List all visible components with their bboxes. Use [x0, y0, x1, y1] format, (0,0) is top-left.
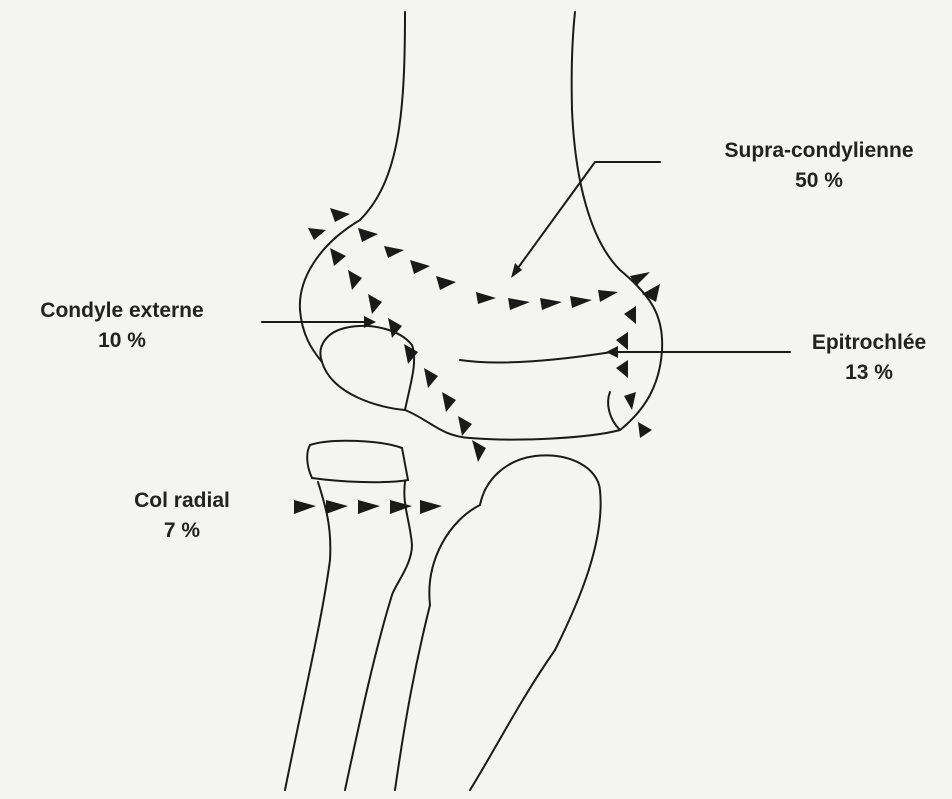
fracture-arrow: [294, 500, 316, 514]
fracture-arrow: [410, 260, 430, 274]
label-supra-percent: 50 %: [694, 166, 944, 196]
fracture-arrow: [330, 248, 346, 266]
label-col-radial: Col radial 7 %: [112, 486, 252, 546]
label-condyle-percent: 10 %: [6, 326, 238, 356]
fracture-arrow: [390, 500, 412, 514]
label-epitrochlee-name: Epitrochlée: [794, 328, 944, 358]
label-condyle-externe: Condyle externe 10 %: [6, 296, 238, 356]
fracture-arrow: [330, 208, 350, 222]
ulna-outline-left: [395, 605, 430, 790]
fracture-arrow: [424, 368, 438, 388]
fracture-arrow: [358, 228, 378, 242]
fracture-arrow: [624, 392, 636, 410]
label-supra-condylienne: Supra-condylienne 50 %: [694, 136, 944, 196]
fracture-arrow: [570, 296, 592, 308]
label-col-radial-name: Col radial: [112, 486, 252, 516]
fracture-arrow: [404, 344, 418, 364]
fracture-arrow: [508, 298, 530, 310]
epitrochlea-notch: [608, 392, 620, 430]
fracture-arrow: [348, 270, 362, 290]
fracture-arrow: [326, 500, 348, 514]
humerus-outline: [300, 12, 662, 440]
capitellum-outline: [320, 326, 414, 410]
fracture-arrow: [458, 416, 472, 436]
arrowhead-epitrochlee: [606, 346, 618, 358]
fracture-arrow: [616, 360, 628, 378]
radial-head: [307, 441, 408, 482]
ulna-outline: [429, 455, 600, 790]
fracture-arrow: [436, 276, 456, 290]
label-condyle-name: Condyle externe: [6, 296, 238, 326]
fracture-arrow: [540, 298, 562, 310]
fracture-arrow: [642, 284, 660, 302]
fracture-arrow: [630, 272, 650, 286]
trochlea-line: [460, 352, 612, 362]
label-epitrochlee-percent: 13 %: [794, 358, 944, 388]
fracture-arrow: [624, 306, 636, 324]
label-supra-name: Supra-condylienne: [694, 136, 944, 166]
leader-supra: [515, 162, 660, 272]
fracture-arrow: [472, 440, 486, 462]
fracture-arrow: [384, 246, 404, 258]
label-epitrochlee: Epitrochlée 13 %: [794, 328, 944, 388]
fracture-arrow: [368, 294, 382, 314]
fracture-arrow: [598, 290, 618, 302]
fracture-arrow: [638, 422, 652, 438]
fracture-arrow: [442, 392, 456, 412]
label-col-radial-percent: 7 %: [112, 516, 252, 546]
fracture-arrow: [476, 292, 496, 304]
fracture-arrow: [420, 500, 442, 514]
fracture-arrow: [308, 228, 326, 240]
radius-outline: [285, 482, 330, 790]
fracture-arrow: [358, 500, 380, 514]
